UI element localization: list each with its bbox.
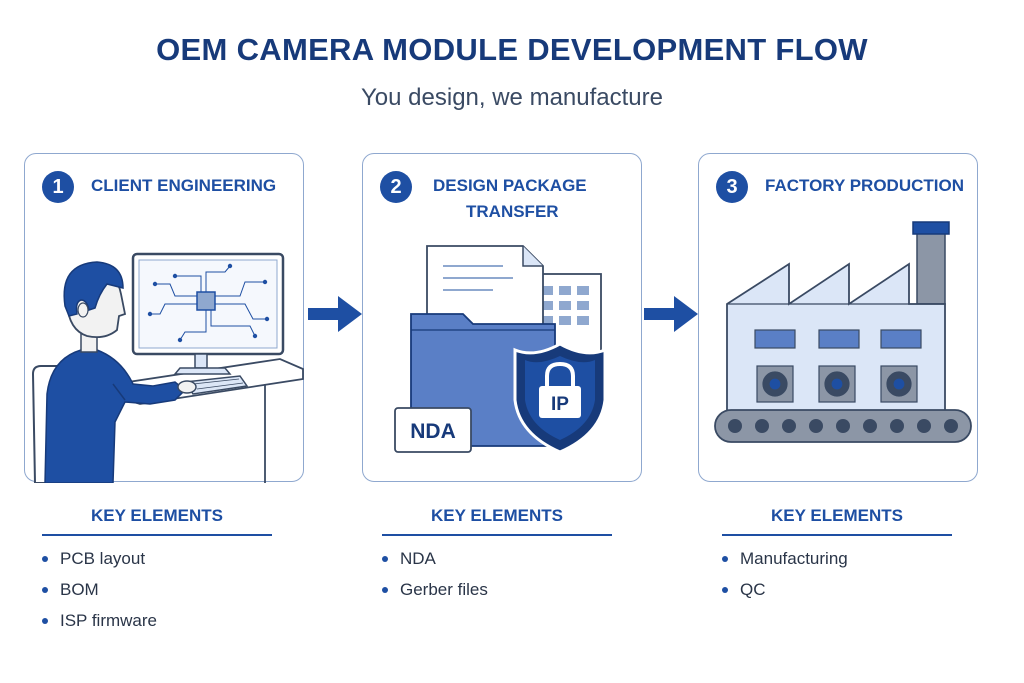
engineer-at-computer-illustration bbox=[31, 252, 304, 483]
ip-label: IP bbox=[551, 394, 569, 415]
stage-3-panel: 3 FACTORY PRODUCTION bbox=[698, 153, 978, 482]
list-item: QC bbox=[722, 579, 848, 610]
stage-3-key-heading: KEY ELEMENTS bbox=[771, 506, 903, 525]
stage-3-badge: 3 bbox=[716, 171, 748, 203]
design-package-illustration: IP NDA bbox=[394, 245, 607, 454]
stage-1-key-list: PCB layout BOM ISP firmware bbox=[42, 548, 157, 641]
bullet-icon bbox=[42, 587, 48, 593]
stage-3-key-divider bbox=[722, 534, 952, 536]
diagram-subtitle: You design, we manufacture bbox=[361, 84, 663, 111]
stage-1-panel: 1 CLIENT ENGINEERING bbox=[24, 153, 304, 483]
stage-1-key-divider bbox=[42, 534, 272, 536]
stage-3-title: FACTORY PRODUCTION bbox=[765, 176, 964, 195]
stage-2-title-line-2: TRANSFER bbox=[466, 202, 559, 221]
flow-arrow-1-icon bbox=[308, 296, 362, 332]
list-item: BOM bbox=[42, 579, 157, 610]
list-item: Manufacturing bbox=[722, 548, 848, 579]
list-item: Gerber files bbox=[382, 579, 488, 610]
stage-1-badge: 1 bbox=[42, 171, 74, 203]
stage-2-key-heading: KEY ELEMENTS bbox=[431, 506, 563, 525]
bullet-icon bbox=[722, 587, 728, 593]
stage-2-badge: 2 bbox=[380, 171, 412, 203]
stage-1-key-heading: KEY ELEMENTS bbox=[91, 506, 223, 525]
stage-2-title-line-1: DESIGN PACKAGE bbox=[433, 176, 587, 195]
flow-arrow-2-icon bbox=[644, 296, 698, 332]
bullet-icon bbox=[42, 618, 48, 624]
stage-2-key-divider bbox=[382, 534, 612, 536]
bullet-icon bbox=[42, 556, 48, 562]
bullet-icon bbox=[382, 556, 388, 562]
nda-label: NDA bbox=[410, 420, 456, 443]
stage-2-key-list: NDA Gerber files bbox=[382, 548, 488, 610]
factory-illustration bbox=[714, 221, 972, 443]
list-item: NDA bbox=[382, 548, 488, 579]
stage-2-panel: 2 DESIGN PACKAGE TRANSFER IP NDA bbox=[362, 153, 642, 482]
list-item: PCB layout bbox=[42, 548, 157, 579]
bullet-icon bbox=[722, 556, 728, 562]
diagram-title: OEM CAMERA MODULE DEVELOPMENT FLOW bbox=[156, 32, 868, 67]
stage-1-title: CLIENT ENGINEERING bbox=[91, 176, 277, 195]
list-item: ISP firmware bbox=[42, 610, 157, 641]
bullet-icon bbox=[382, 587, 388, 593]
stage-3-key-list: Manufacturing QC bbox=[722, 548, 848, 610]
